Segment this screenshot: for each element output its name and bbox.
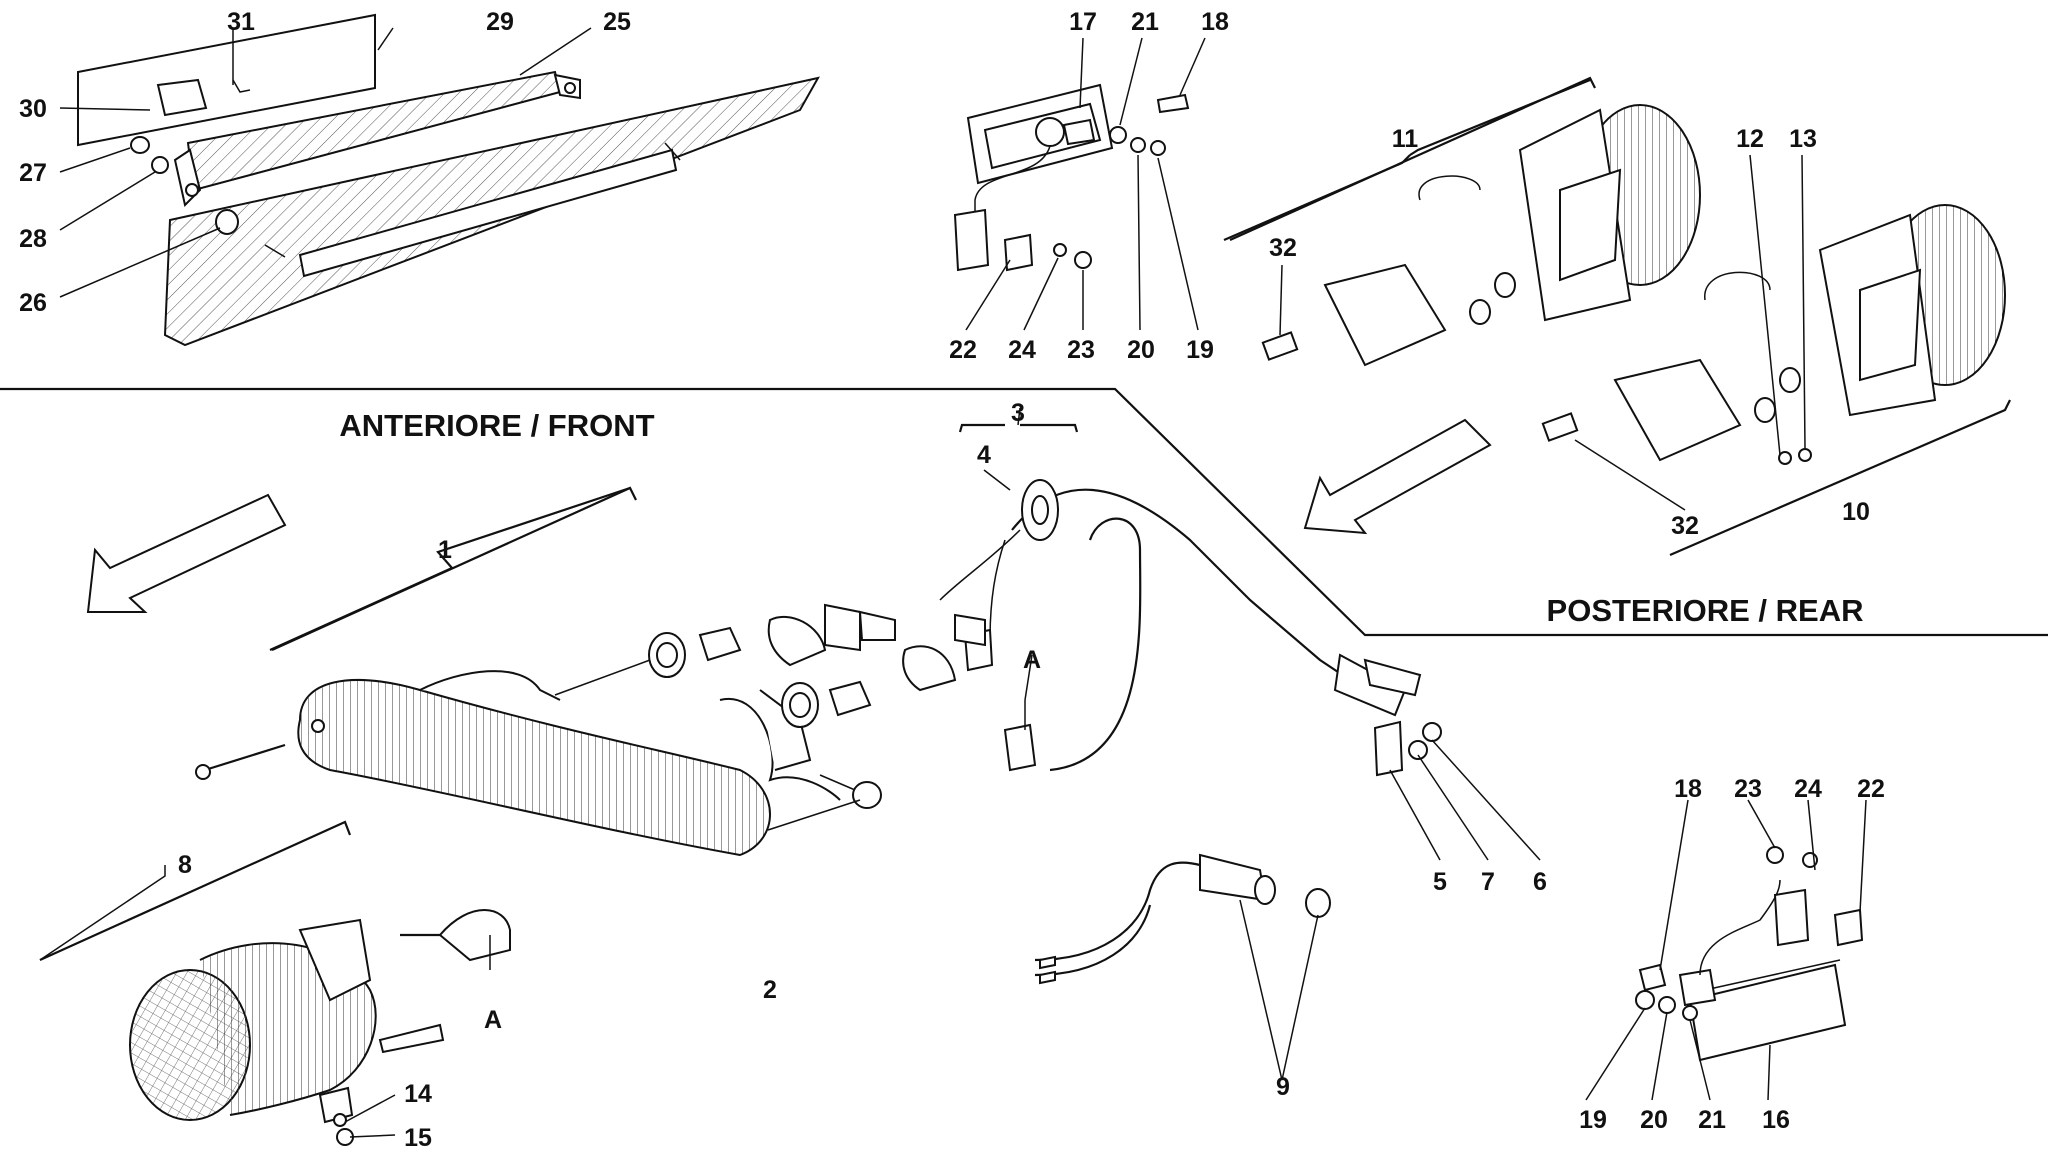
callout-17: 17 xyxy=(1069,8,1097,36)
callout-9: 9 xyxy=(1276,1073,1290,1101)
wiring-harness-3 xyxy=(939,479,1422,772)
connector-30 xyxy=(156,78,208,117)
leader-lines-top-left xyxy=(59,27,592,298)
callout-16: 16 xyxy=(1762,1106,1790,1134)
leader-lines-front xyxy=(39,407,1541,1138)
callout-12: 12 xyxy=(1736,125,1764,153)
callout-23b: 23 xyxy=(1734,775,1762,803)
callout-11: 11 xyxy=(1392,125,1419,153)
callout-26: 26 xyxy=(19,289,47,317)
callout-18b: 18 xyxy=(1674,775,1702,803)
number-plate-light-assembly xyxy=(953,83,1190,272)
callout-23a: 23 xyxy=(1067,336,1095,364)
front-harness-parts-5-6-7 xyxy=(1373,720,1442,777)
callout-24b: 24 xyxy=(1794,775,1822,803)
bulb-holder-10 xyxy=(1613,358,1742,462)
cover-panel xyxy=(77,13,376,147)
number-plate-light-bottom xyxy=(1635,846,1864,1062)
reference-a-harness: A xyxy=(1023,646,1041,674)
bulb-holder-11 xyxy=(1323,263,1447,367)
callout-20a: 20 xyxy=(1127,336,1155,364)
callout-22a: 22 xyxy=(949,336,977,364)
callout-28: 28 xyxy=(19,225,47,253)
callout-15: 15 xyxy=(404,1124,432,1152)
callout-8: 8 xyxy=(178,851,192,879)
callout-7: 7 xyxy=(1481,868,1495,896)
third-brake-light-assembly xyxy=(77,13,820,347)
fog-lamp-8 xyxy=(39,820,511,1146)
callout-4: 4 xyxy=(977,441,991,469)
callout-24a: 24 xyxy=(1008,336,1036,364)
callout-21b: 21 xyxy=(1698,1106,1726,1134)
front-headlight-assembly xyxy=(195,486,882,857)
callout-1: 1 xyxy=(438,536,452,564)
callout-29: 29 xyxy=(486,8,514,36)
callout-19a: 19 xyxy=(1186,336,1214,364)
callout-22b: 22 xyxy=(1857,775,1885,803)
callout-32b: 32 xyxy=(1671,512,1699,540)
leader-lines-top-middle xyxy=(965,37,1206,331)
callout-10: 10 xyxy=(1842,498,1870,526)
front-section-title: ANTERIORE / FRONT xyxy=(339,408,654,443)
rear-section-title: POSTERIORE / REAR xyxy=(1547,593,1864,628)
rear-light-11-assembly xyxy=(1229,76,1701,367)
callout-19b: 19 xyxy=(1579,1106,1607,1134)
callout-2: 2 xyxy=(763,976,777,1004)
rear-direction-arrow-icon xyxy=(1303,418,1492,535)
callout-27: 27 xyxy=(19,159,47,187)
callout-21a: 21 xyxy=(1131,8,1159,36)
callout-13: 13 xyxy=(1789,125,1817,153)
lamp-lens xyxy=(1688,963,1847,1062)
callout-18a: 18 xyxy=(1201,8,1229,36)
section-divider xyxy=(0,387,2048,637)
callout-3: 3 xyxy=(1011,399,1025,427)
callout-5: 5 xyxy=(1433,868,1447,896)
callout-30: 30 xyxy=(19,95,47,123)
bulb-sockets xyxy=(648,603,986,728)
reference-a-fog-lamp: A xyxy=(484,1006,502,1034)
callout-14: 14 xyxy=(404,1080,432,1108)
callout-25: 25 xyxy=(603,8,631,36)
rear-light-10-assembly xyxy=(1541,204,2011,557)
callout-20b: 20 xyxy=(1640,1106,1668,1134)
callout-32a: 32 xyxy=(1269,234,1297,262)
leader-lines-top-right xyxy=(1223,78,1806,511)
callout-6: 6 xyxy=(1533,868,1547,896)
side-marker-9 xyxy=(1034,853,1331,985)
front-direction-arrow-icon xyxy=(86,493,287,613)
leader-lines-bottom-right xyxy=(1585,799,1867,1101)
callout-31: 31 xyxy=(227,8,255,36)
